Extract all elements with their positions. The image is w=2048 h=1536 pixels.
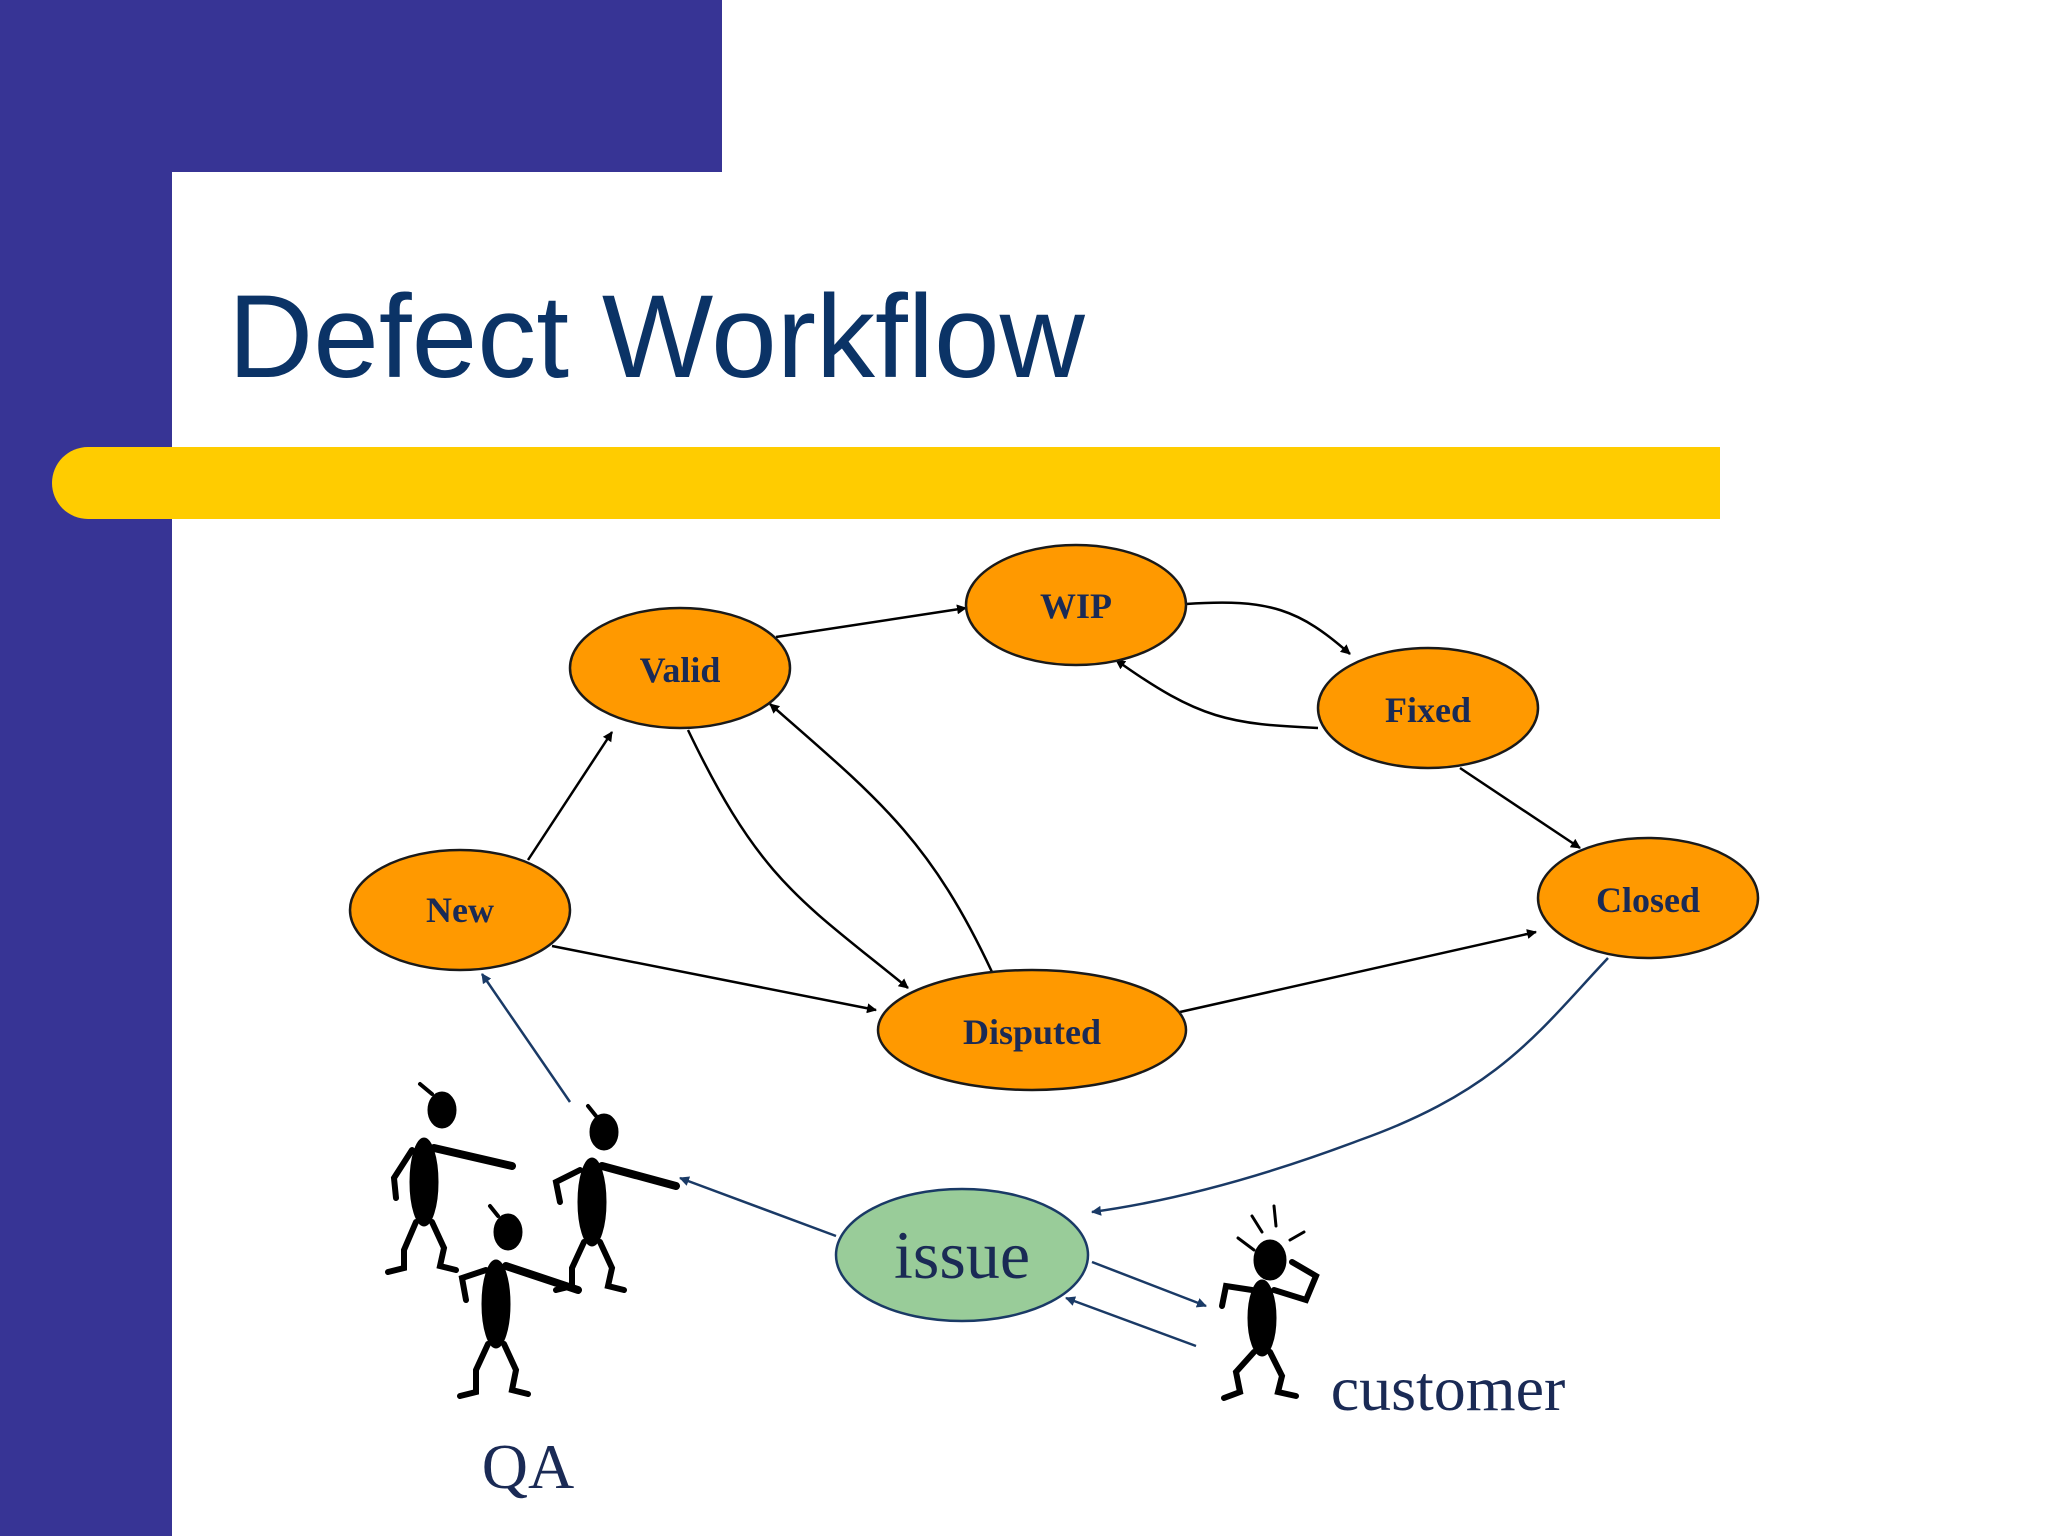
customer-figure-icon: [1219, 1204, 1320, 1401]
accent-bar: [52, 447, 1720, 519]
qa-figure-2: [552, 1104, 680, 1293]
arrow-qa-to-new: [480, 973, 572, 1103]
sidebar-band: [0, 0, 172, 1536]
qa-label: QA: [482, 1431, 574, 1502]
state-node-valid: Valid: [568, 606, 792, 730]
arrow-valid-to-disputed: [686, 729, 909, 989]
state-label-valid: Valid: [640, 650, 721, 690]
arrow-wip-to-fixed: [1185, 601, 1351, 655]
state-node-disputed: Disputed: [876, 968, 1188, 1092]
arrow-closed-to-issue: [1091, 957, 1609, 1216]
state-label-disputed: Disputed: [963, 1012, 1101, 1052]
state-node-fixed: Fixed: [1316, 646, 1540, 770]
qa-figures-icon: [385, 1082, 680, 1399]
actor-arrows: [480, 957, 1609, 1348]
state-arrows: [526, 601, 1581, 1014]
state-node-new: New: [348, 848, 572, 972]
customer-label: customer: [1331, 1353, 1566, 1424]
arrow-issue-to-customer: [1091, 1260, 1207, 1308]
state-label-fixed: Fixed: [1385, 690, 1471, 730]
issue-label: issue: [894, 1217, 1030, 1293]
arrow-fixed-to-wip: [1115, 658, 1319, 730]
state-label-new: New: [426, 890, 494, 930]
arrow-disputed-to-valid: [769, 703, 994, 973]
state-label-closed: Closed: [1596, 880, 1700, 920]
top-band: [0, 0, 722, 172]
arrow-valid-to-wip: [775, 604, 967, 639]
state-node-closed: Closed: [1536, 836, 1760, 960]
arrow-disputed-to-closed: [1179, 929, 1537, 1014]
arrow-new-to-disputed: [551, 944, 877, 1014]
page-title: Defect Workflow: [228, 271, 1085, 403]
state-label-wip: WIP: [1040, 586, 1112, 626]
qa-figure-1: [385, 1082, 516, 1275]
arrow-customer-to-issue: [1065, 1296, 1197, 1348]
issue-node: issue: [834, 1187, 1090, 1323]
arrow-new-to-valid: [526, 731, 614, 861]
arrow-fixed-to-closed: [1459, 766, 1581, 850]
state-node-wip: WIP: [964, 543, 1188, 667]
qa-figure-3: [457, 1204, 582, 1399]
arrow-issue-to-qa: [679, 1176, 837, 1238]
